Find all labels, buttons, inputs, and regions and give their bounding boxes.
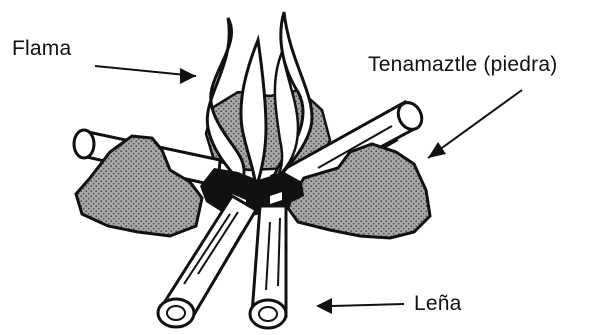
stone-label: Tenamaztle (piedra)	[368, 54, 557, 75]
firewood-label: Leña	[414, 293, 462, 314]
firewood-callout-arrow	[316, 298, 404, 314]
flame-callout-arrow	[95, 66, 196, 84]
stone-callout-arrow	[428, 90, 522, 158]
flame-label: Flama	[12, 38, 71, 59]
back-left-log-end	[74, 130, 94, 158]
